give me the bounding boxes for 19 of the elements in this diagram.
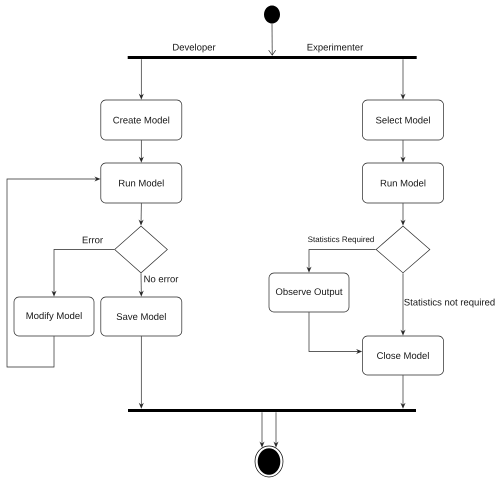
edge-label: No error (144, 276, 178, 282)
decision-diamond (376, 226, 430, 274)
sync-bar (128, 409, 416, 412)
decision-diamond (114, 226, 168, 274)
action-box: Select Model (362, 100, 444, 140)
edge-label: Error (82, 236, 103, 244)
action-box: Observe Output (268, 272, 350, 312)
edge-label: Statistics Required (308, 236, 374, 244)
action-box: Create Model (100, 100, 182, 140)
edge-label: Statistics not required (404, 298, 495, 308)
action-box: Run Model (362, 162, 444, 204)
action-box: Close Model (362, 336, 444, 376)
action-box: Save Model (100, 296, 182, 336)
action-box: Modify Model (14, 296, 94, 336)
start-dot (264, 6, 280, 24)
action-box: Run Model (100, 162, 182, 204)
sync-bar (128, 56, 417, 59)
end-bullseye (254, 446, 284, 478)
arrow (268, 23, 276, 56)
